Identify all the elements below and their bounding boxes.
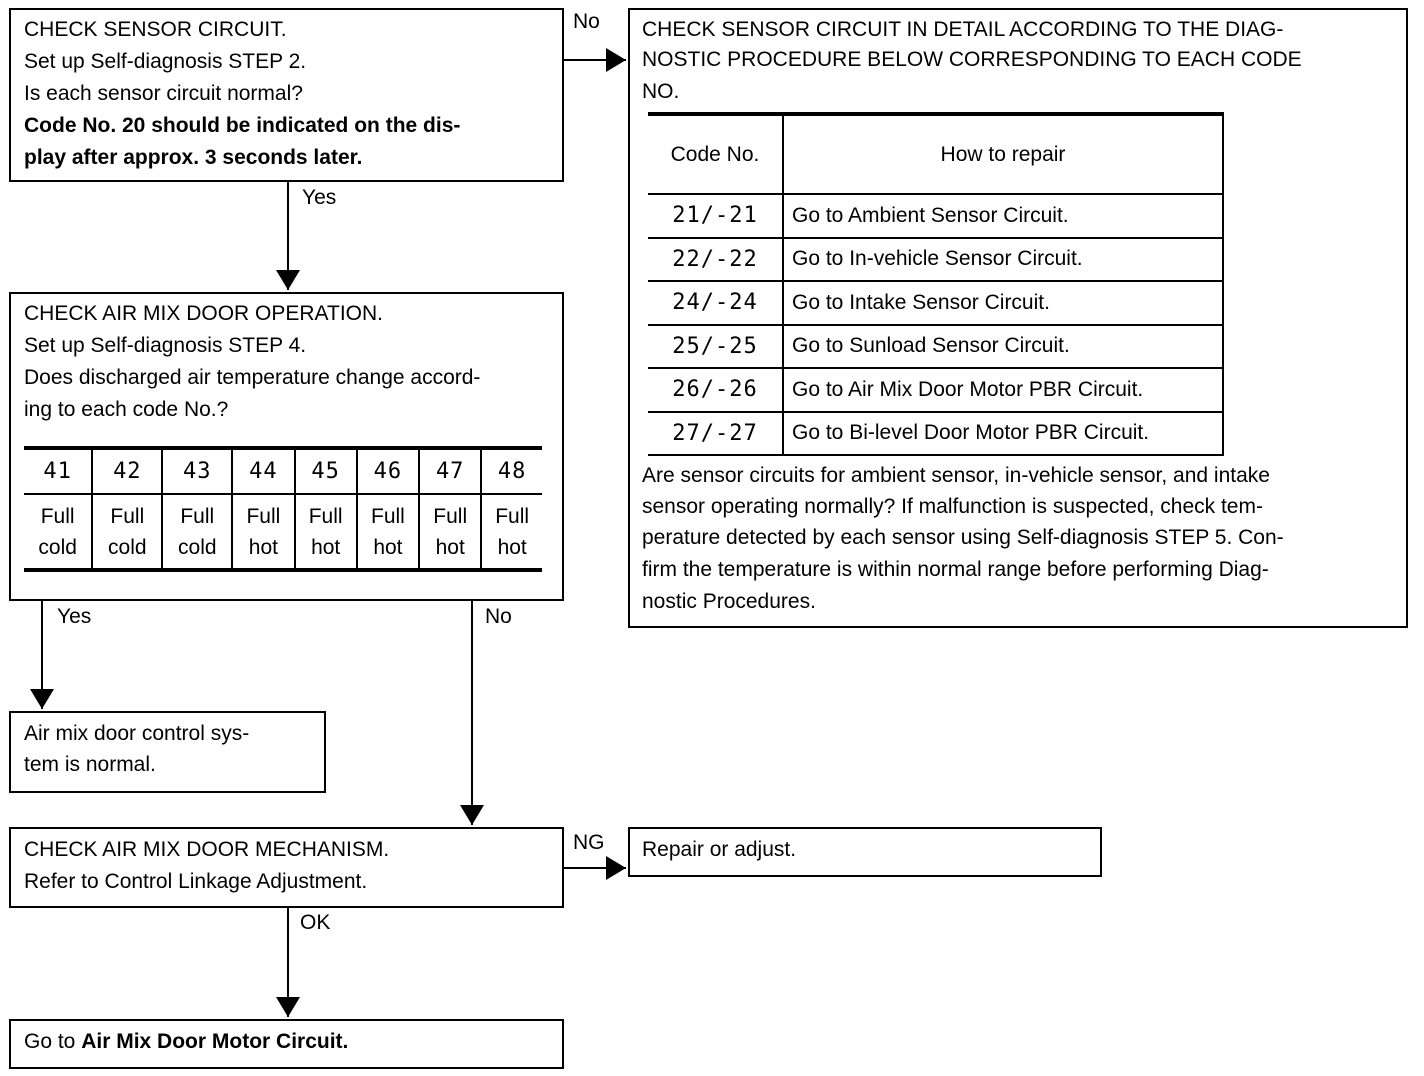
box6-bold: Air Mix Door Motor Circuit. (81, 1030, 349, 1053)
temp-line: Full (308, 504, 343, 528)
temperature-cell: Full hot (293, 493, 358, 571)
code-cell: 48 (480, 447, 542, 495)
header-code-no: Code No. (648, 114, 784, 195)
temp-line: hot (497, 535, 527, 559)
code-cell: 25/-25 (648, 324, 784, 369)
code-cell: 44 (231, 447, 296, 495)
box6-prefix: Go to (24, 1030, 82, 1053)
label-no: No (485, 605, 512, 628)
code-cell: 27/-27 (648, 411, 784, 456)
temp-line: hot (248, 535, 278, 559)
check-air-mix-door-operation-box: CHECK AIR MIX DOOR OPERATION. Set up Sel… (9, 292, 564, 601)
label-yes: Yes (57, 605, 92, 628)
check-mechanism-box: CHECK AIR MIX DOOR MECHANISM. Refer to C… (9, 827, 564, 908)
temp-line: Full (110, 504, 145, 528)
repair-cell: Go to Ambient Sensor Circuit. (783, 194, 1224, 239)
detail-paragraph-line: perature detected by each sensor using S… (642, 526, 1284, 549)
box3-line: tem is normal. (24, 753, 156, 776)
label-yes: Yes (302, 186, 337, 209)
temp-line: cold (38, 535, 77, 559)
temp-line: cold (178, 535, 217, 559)
repair-cell: Go to Sunload Sensor Circuit. (783, 324, 1224, 369)
temperature-cell: Full cold (24, 493, 94, 571)
label-ok: OK (300, 911, 331, 934)
temp-line: Full (40, 504, 75, 528)
temperature-cell: Full hot (355, 493, 421, 571)
box6-text: Go to Air Mix Door Motor Circuit. (24, 1026, 348, 1058)
temp-line: hot (435, 535, 465, 559)
temperature-cell: Full hot (231, 493, 296, 571)
temp-line: cold (108, 535, 147, 559)
code-cell: 26/-26 (648, 368, 784, 413)
repair-cell: Go to Air Mix Door Motor PBR Circuit. (783, 368, 1224, 413)
temperature-cell: Full hot (418, 493, 483, 571)
temperature-cell: Full cold (161, 493, 234, 571)
code-cell: 43 (161, 447, 234, 495)
system-normal-box: Air mix door control sys- tem is normal. (9, 711, 326, 793)
temp-line: hot (373, 535, 403, 559)
code-cell: 42 (91, 447, 164, 495)
code-cell: 41 (24, 447, 94, 495)
header-how-to-repair: How to repair (783, 114, 1224, 195)
air-mix-door-motor-box: Go to Air Mix Door Motor Circuit. (9, 1019, 564, 1069)
repair-cell: Go to Bi-level Door Motor PBR Circuit. (783, 411, 1224, 456)
code-cell: 47 (418, 447, 483, 495)
box1-line: CHECK SENSOR CIRCUIT. (24, 18, 287, 41)
repair-cell: Go to Intake Sensor Circuit. (783, 281, 1224, 326)
code-cell: 46 (355, 447, 421, 495)
detail-paragraph-line: firm the temperature is within normal ra… (642, 558, 1269, 581)
code-cell: 24/-24 (648, 281, 784, 326)
box3-line: Air mix door control sys- (24, 722, 250, 745)
repair-cell: Go to In-vehicle Sensor Circuit. (783, 237, 1224, 282)
code-cell: 45 (293, 447, 358, 495)
box1-bold-line: Code No. 20 should be indicated on the d… (24, 114, 461, 137)
box1-line: Set up Self-diagnosis STEP 2. (24, 50, 307, 73)
detail-line: NOSTIC PROCEDURE BELOW CORRESPONDING TO … (642, 48, 1302, 71)
temp-line: Full (371, 504, 405, 528)
detail-procedure-box: CHECK SENSOR CIRCUIT IN DETAIL ACCORDING… (628, 8, 1408, 628)
box1-bold-line: play after approx. 3 seconds later. (24, 146, 363, 169)
box2-line: ing to each code No.? (24, 398, 229, 421)
box5-text: Repair or adjust. (642, 838, 797, 861)
code-cell: 22/-22 (648, 237, 784, 282)
temperature-cell: Full cold (91, 493, 164, 571)
repair-adjust-box: Repair or adjust. (628, 827, 1102, 877)
box2-line: Set up Self-diagnosis STEP 4. (24, 334, 307, 357)
temp-line: Full (180, 504, 215, 528)
temp-line: hot (311, 535, 341, 559)
label-ng: NG (573, 831, 605, 854)
detail-paragraph-line: Are sensor circuits for ambient sensor, … (642, 464, 1270, 487)
box1-line: Is each sensor circuit normal? (24, 82, 303, 105)
label-no: No (573, 10, 600, 33)
detail-line: NO. (642, 80, 680, 103)
box4-line: Refer to Control Linkage Adjustment. (24, 870, 368, 893)
temp-line: Full (495, 504, 530, 528)
box2-line: CHECK AIR MIX DOOR OPERATION. (24, 302, 383, 325)
detail-paragraph-line: nostic Procedures. (642, 590, 816, 613)
temperature-cell: Full hot (480, 493, 542, 571)
temp-line: Full (246, 504, 281, 528)
temp-line: Full (433, 504, 468, 528)
code-cell: 21/-21 (648, 194, 784, 239)
box2-line: Does discharged air temperature change a… (24, 366, 481, 389)
box4-line: CHECK AIR MIX DOOR MECHANISM. (24, 838, 390, 861)
detail-paragraph-line: sensor operating normally? If malfunctio… (642, 495, 1263, 518)
check-sensor-circuit-box: CHECK SENSOR CIRCUIT. Set up Self-diagno… (9, 8, 564, 182)
detail-line: CHECK SENSOR CIRCUIT IN DETAIL ACCORDING… (642, 18, 1284, 41)
